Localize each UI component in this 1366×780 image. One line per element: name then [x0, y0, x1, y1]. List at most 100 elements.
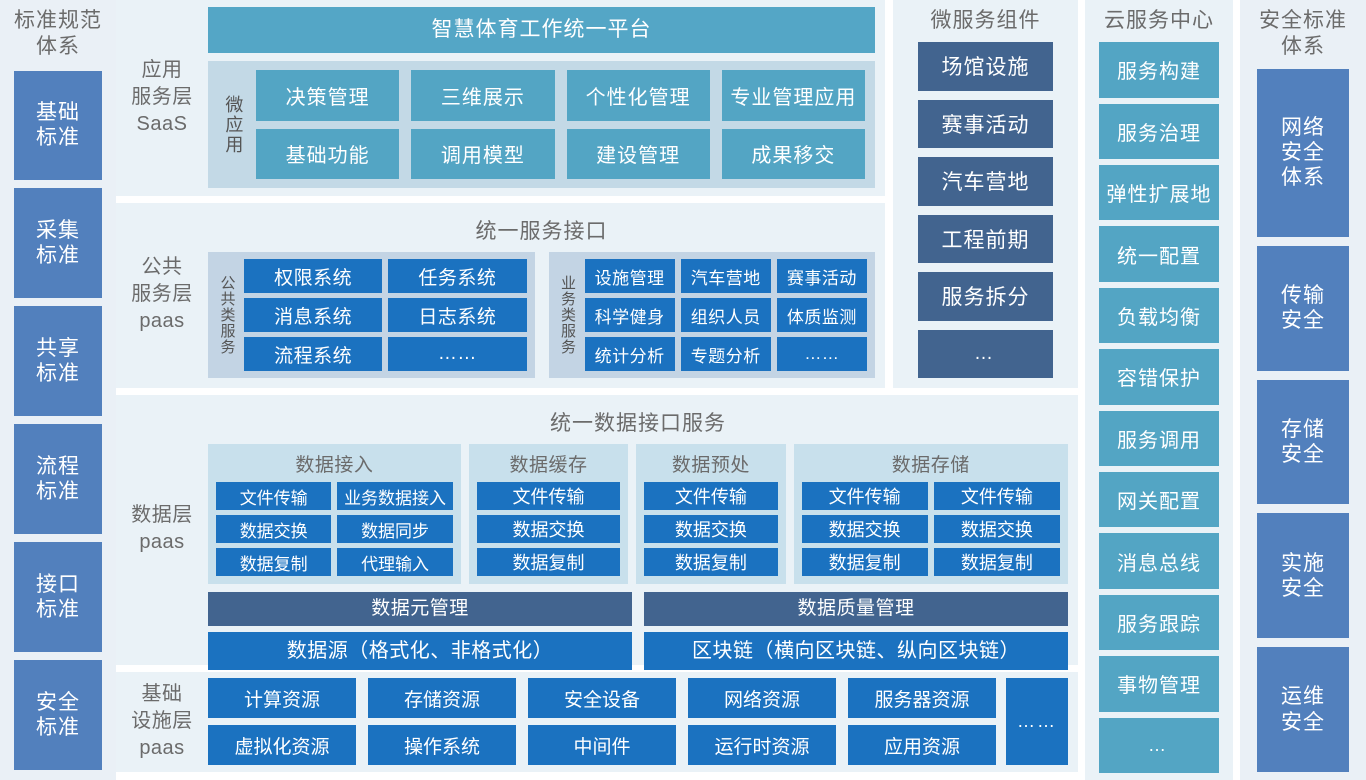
cloud-item-unified-config[interactable]: 统一配置 — [1099, 226, 1219, 282]
public-item-more[interactable]: …… — [388, 337, 527, 371]
cache-item-data-replication[interactable]: 数据复制 — [476, 548, 621, 576]
security-item-operations-security[interactable]: 运维 安全 — [1257, 647, 1349, 772]
cloud-item-transaction-management[interactable]: 事物管理 — [1099, 656, 1219, 712]
security-item-network-security-system[interactable]: 网络 安全 体系 — [1257, 68, 1349, 237]
app-item-basic-functions[interactable]: 基础功能 — [256, 128, 400, 179]
business-item-thematic-analysis[interactable]: 专题分析 — [680, 337, 771, 371]
microservice-item-project-preparation[interactable]: 工程前期 — [918, 214, 1053, 264]
data-item-data-exchange[interactable]: 数据交换 — [216, 515, 332, 543]
infrastructure-layer: 基础 设施层 paas 计算资源 存储资源 安全设备 网络资源 服务器资源 虚拟… — [116, 672, 1078, 772]
infra-item-application-resource[interactable]: 应用资源 — [848, 725, 996, 765]
cache-item-file-transfer[interactable]: 文件传输 — [476, 482, 621, 510]
app-item-decision-management[interactable]: 决策管理 — [256, 70, 400, 121]
infra-item-operating-system[interactable]: 操作系统 — [368, 725, 516, 765]
public-item-message-system[interactable]: 消息系统 — [244, 298, 383, 332]
data-metadata-management[interactable]: 数据元管理 — [208, 592, 632, 626]
public-item-task-system[interactable]: 任务系统 — [388, 259, 527, 293]
app-item-call-model[interactable]: 调用模型 — [411, 128, 555, 179]
cloud-item-load-balancing[interactable]: 负载均衡 — [1099, 287, 1219, 344]
microservice-item-auto-camp[interactable]: 汽车营地 — [918, 157, 1053, 206]
app-item-construction-management[interactable]: 建设管理 — [566, 128, 710, 179]
infra-item-middleware[interactable]: 中间件 — [528, 725, 676, 765]
data-item-data-replication[interactable]: 数据复制 — [216, 548, 332, 576]
cloud-service-center-column: 云服务中心 服务构建 服务治理 弹性扩展地 统一配置 负载均衡 容错保护 服务调… — [1085, 0, 1233, 780]
app-item-results-handover[interactable]: 成果移交 — [721, 128, 865, 179]
cloud-item-service-tracing[interactable]: 服务跟踪 — [1099, 594, 1219, 651]
data-item-agent-input[interactable]: 代理输入 — [337, 548, 453, 576]
app-item-3d-display[interactable]: 三维展示 — [411, 70, 555, 121]
storage-item-file-transfer-1[interactable]: 文件传输 — [801, 482, 928, 510]
micro-application-label: 微应用 — [223, 94, 244, 155]
security-item-transmission-security[interactable]: 传输 安全 — [1257, 245, 1349, 371]
cache-item-data-exchange[interactable]: 数据交换 — [476, 515, 621, 543]
business-item-events[interactable]: 赛事活动 — [776, 259, 867, 293]
infra-item-storage-resource[interactable]: 存储资源 — [368, 678, 516, 718]
cloud-item-more[interactable]: … — [1099, 717, 1219, 773]
infra-item-compute-resource[interactable]: 计算资源 — [208, 678, 356, 718]
microservice-item-service-split[interactable]: 服务拆分 — [918, 272, 1053, 321]
security-item-storage-security[interactable]: 存储 安全 — [1257, 379, 1349, 505]
data-source-box[interactable]: 数据源（格式化、非格式化） — [208, 632, 632, 670]
standards-item-interface[interactable]: 接口 标准 — [14, 542, 102, 653]
data-management-rows: 数据元管理 数据质量管理 数据源（格式化、非格式化） 区块链（横向区块链、纵向区… — [208, 592, 1068, 670]
app-item-personalized-management[interactable]: 个性化管理 — [566, 70, 710, 121]
cloud-item-elastic-scaling[interactable]: 弹性扩展地 — [1099, 165, 1219, 221]
blockchain-box[interactable]: 区块链（横向区块链、纵向区块链） — [644, 632, 1068, 670]
microservice-item-venue-facility[interactable]: 场馆设施 — [918, 42, 1053, 91]
business-item-auto-camp[interactable]: 汽车营地 — [680, 259, 771, 293]
infra-item-runtime-resource[interactable]: 运行时资源 — [688, 725, 836, 765]
unified-data-interface-title: 统一数据接口服务 — [550, 412, 726, 435]
public-item-permission-system[interactable]: 权限系统 — [244, 259, 383, 293]
security-item-implementation-security[interactable]: 实施 安全 — [1257, 513, 1349, 639]
business-item-scientific-fitness[interactable]: 科学健身 — [584, 298, 675, 332]
standards-title-line-2: 体系 — [36, 35, 80, 59]
infra-item-virtualization-resource[interactable]: 虚拟化资源 — [208, 725, 356, 765]
microservice-item-events[interactable]: 赛事活动 — [918, 99, 1053, 149]
infra-item-server-resource[interactable]: 服务器资源 — [848, 678, 996, 718]
data-item-data-sync[interactable]: 数据同步 — [337, 515, 453, 543]
infra-item-security-device[interactable]: 安全设备 — [528, 678, 676, 718]
preprocess-item-file-transfer[interactable]: 文件传输 — [644, 482, 778, 510]
infra-item-network-resource[interactable]: 网络资源 — [688, 678, 836, 718]
infrastructure-wrap: 计算资源 存储资源 安全设备 网络资源 服务器资源 虚拟化资源 操作系统 中间件… — [208, 678, 1068, 765]
public-item-log-system[interactable]: 日志系统 — [388, 298, 527, 332]
public-item-process-system[interactable]: 流程系统 — [244, 337, 383, 371]
unified-platform-banner: 智慧体育工作统一平台 — [208, 7, 875, 53]
storage-item-data-exchange-1[interactable]: 数据交换 — [801, 515, 928, 543]
cloud-item-gateway-config[interactable]: 网关配置 — [1099, 471, 1219, 528]
business-item-organization-personnel[interactable]: 组织人员 — [680, 298, 771, 332]
standards-item-security[interactable]: 安全 标准 — [14, 660, 102, 771]
standards-item-sharing[interactable]: 共享 标准 — [14, 306, 102, 417]
cloud-item-service-invocation[interactable]: 服务调用 — [1099, 410, 1219, 466]
storage-item-data-replication-1[interactable]: 数据复制 — [801, 548, 928, 576]
storage-item-data-replication-2[interactable]: 数据复制 — [933, 548, 1060, 576]
business-item-facility-management[interactable]: 设施管理 — [584, 259, 675, 293]
business-item-statistical-analysis[interactable]: 统计分析 — [584, 337, 675, 371]
standards-item-basic[interactable]: 基础 标准 — [14, 70, 102, 181]
storage-item-data-exchange-2[interactable]: 数据交换 — [933, 515, 1060, 543]
cloud-item-message-bus[interactable]: 消息总线 — [1099, 533, 1219, 589]
microservice-item-more[interactable]: … — [918, 329, 1053, 378]
storage-item-file-transfer-2[interactable]: 文件传输 — [933, 482, 1060, 510]
data-quality-management[interactable]: 数据质量管理 — [644, 592, 1068, 626]
preprocess-item-data-exchange[interactable]: 数据交换 — [644, 515, 778, 543]
public-class-service-grid: 权限系统 任务系统 消息系统 日志系统 流程系统 …… — [244, 259, 527, 371]
data-item-business-data-access[interactable]: 业务数据接入 — [337, 482, 453, 510]
standards-item-collection[interactable]: 采集 标准 — [14, 188, 102, 299]
standards-item-process[interactable]: 流程 标准 — [14, 424, 102, 535]
microservice-components-column: 微服务组件 场馆设施 赛事活动 汽车营地 工程前期 服务拆分 … — [893, 0, 1078, 388]
data-item-file-transfer[interactable]: 文件传输 — [216, 482, 332, 510]
center-stack: 应用 服务层 SaaS 智慧体育工作统一平台 微应用 决策管理 — [116, 0, 1078, 780]
cloud-item-fault-tolerance[interactable]: 容错保护 — [1099, 349, 1219, 405]
infra-item-more[interactable]: …… — [1006, 678, 1068, 765]
application-layer-body: 智慧体育工作统一平台 微应用 决策管理 三维展示 个性化管理 专业管理应用 基础… — [208, 7, 875, 188]
cloud-item-service-build[interactable]: 服务构建 — [1099, 42, 1219, 98]
preprocess-item-data-replication[interactable]: 数据复制 — [644, 548, 778, 576]
business-item-physique-monitoring[interactable]: 体质监测 — [776, 298, 867, 332]
security-standards-list: 网络 安全 体系 传输 安全 存储 安全 实施 — [1240, 67, 1366, 775]
app-item-professional-management[interactable]: 专业管理应用 — [721, 70, 865, 121]
upper-mid-stack: 应用 服务层 SaaS 智慧体育工作统一平台 微应用 决策管理 — [116, 0, 885, 388]
security-title-line-2: 体系 — [1281, 35, 1325, 59]
business-item-more[interactable]: …… — [776, 337, 867, 371]
cloud-item-service-governance[interactable]: 服务治理 — [1099, 103, 1219, 160]
